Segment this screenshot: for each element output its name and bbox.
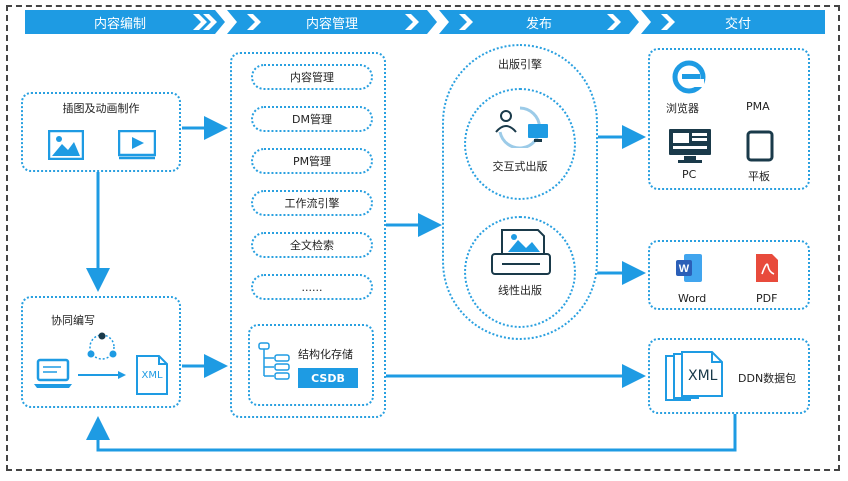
interactive-circle: 交互式出版	[464, 88, 576, 200]
interactive-label: 交互式出版	[492, 160, 548, 173]
pdf-icon	[756, 254, 778, 282]
mgmt-item-dm: DM管理	[251, 106, 373, 132]
browser-icon	[672, 60, 706, 94]
diagram-frame	[6, 5, 840, 471]
mgmt-item-workflow: 工作流引擎	[251, 190, 373, 216]
management-box: 内容管理 DM管理 PM管理 工作流引擎 全文检索 ...... 结构化存储 C…	[230, 52, 386, 418]
linear-label: 线性出版	[498, 284, 542, 297]
team-icon	[87, 332, 117, 360]
video-icon	[118, 130, 156, 160]
word-icon: W	[676, 254, 702, 282]
stage-chevrons	[25, 10, 825, 34]
stage-delivery: 交付	[724, 16, 751, 32]
collaboration-box: 协同编写 XML	[21, 296, 181, 408]
structured-storage-label: 结构化存储	[298, 348, 353, 361]
svg-text:W: W	[679, 263, 690, 275]
linear-circle: 线性出版	[464, 216, 576, 328]
ddn-xml-label: XML	[688, 368, 718, 384]
mgmt-item-content: 内容管理	[251, 64, 373, 90]
ddn-delivery-box: XML DDN数据包	[648, 338, 810, 414]
csdb-badge: CSDB	[298, 368, 358, 388]
laptop-icon	[34, 358, 72, 388]
tablet-icon	[746, 130, 774, 162]
mgmt-item-more: ......	[251, 274, 373, 300]
illustration-label: 插图及动画制作	[62, 102, 140, 115]
printer-icon	[491, 229, 551, 275]
xml-file-label: XML	[141, 370, 163, 381]
stage-management: 内容管理	[305, 16, 358, 32]
collaboration-label: 协同编写	[51, 314, 95, 327]
word-label: Word	[678, 292, 707, 305]
mgmt-item-search: 全文检索	[251, 232, 373, 258]
illustration-box: 插图及动画制作	[21, 92, 181, 172]
browser-label: 浏览器	[666, 102, 699, 115]
mgmt-item-pm: PM管理	[251, 148, 373, 174]
tablet-label: 平板	[748, 170, 770, 183]
csdb-box: 结构化存储 CSDB	[248, 324, 374, 406]
publish-box: 出版引擎 交互式出版 线性出版	[442, 44, 598, 340]
pma-label: PMA	[746, 100, 770, 113]
stage-publish: 发布	[525, 16, 552, 32]
pc-icon	[669, 129, 711, 163]
tree-icon	[258, 342, 290, 380]
pdf-label: PDF	[756, 292, 778, 305]
interactive-delivery-box: 浏览器 PMA PC 平板	[648, 48, 810, 190]
ddn-xml-icon	[665, 351, 723, 401]
xml-file-icon	[136, 355, 168, 395]
stage-authoring: 内容编制	[93, 16, 146, 32]
ddn-label: DDN数据包	[738, 372, 797, 385]
collab-arrow	[78, 371, 126, 379]
pc-label: PC	[682, 168, 697, 181]
image-icon	[48, 130, 84, 160]
document-delivery-box: W Word PDF	[648, 240, 810, 310]
engine-label: 出版引擎	[498, 58, 542, 71]
stage-header: 内容编制 内容管理 发布 交付	[25, 10, 825, 34]
interactive-icon	[495, 106, 548, 148]
